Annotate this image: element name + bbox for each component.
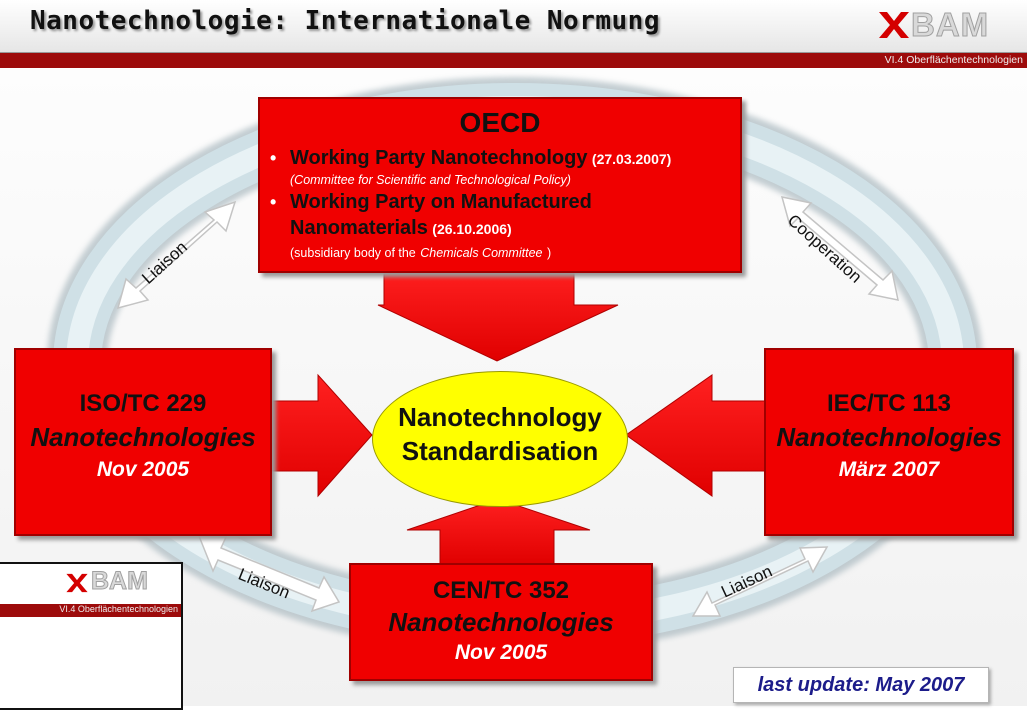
- iec-topic: Nanotechnologies: [776, 422, 1002, 452]
- oecd-item-1-name: Working Party Nanotechnology: [290, 147, 588, 169]
- iec-name: IEC/TC 113: [826, 390, 952, 417]
- double-arrow-top-right: [780, 196, 899, 301]
- bam-x-icon: [879, 12, 909, 38]
- arrow-iec-left: [625, 374, 767, 497]
- thumbnail-department-label: VI.4 Oberflächentechnologien: [59, 604, 178, 614]
- oecd-item-2: • Working Party on Manufactured: [270, 191, 732, 214]
- oecd-item-2-note-row: (subsidiary body of the Chemicals Commit…: [290, 244, 732, 262]
- oecd-item-1-note: (Committee for Scientific and Technologi…: [290, 173, 571, 187]
- center-line-1: Nanotechnology: [398, 402, 602, 432]
- iso-name: ISO/TC 229: [79, 390, 207, 417]
- oecd-item-2-note-suffix: ): [546, 246, 552, 260]
- oecd-title: OECD: [459, 107, 541, 138]
- iso-tc229-box: ISO/TC 229 Nanotechnologies Nov 2005: [14, 348, 272, 536]
- center-line-2: Standardisation: [401, 436, 599, 466]
- arrow-iso-right: [265, 373, 373, 498]
- cen-topic: Nanotechnologies: [388, 607, 614, 637]
- thumbnail-logo: BAM: [65, 567, 175, 596]
- oecd-item-2-note-prefix: (subsidiary body of the: [290, 246, 416, 260]
- slide-title: Nanotechnologie: Internationale Normung: [30, 6, 660, 36]
- bullet-icon: •: [270, 148, 277, 168]
- iso-date: Nov 2005: [96, 458, 190, 481]
- thumbnail-logo-text: BAM: [91, 567, 149, 596]
- thumbnail-department-bar: VI.4 Oberflächentechnologien: [0, 604, 181, 617]
- iec-tc113-box: IEC/TC 113 Nanotechnologies März 2007: [764, 348, 1014, 536]
- oecd-item-1-note-row: (Committee for Scientific and Technologi…: [290, 171, 732, 189]
- last-update-box: last update: May 2007: [733, 667, 989, 703]
- double-arrow-top-left: [116, 200, 237, 310]
- cen-name: CEN/TC 352: [432, 577, 570, 604]
- center-label: Nanotechnology Standardisation: [373, 400, 627, 468]
- double-arrow-bottom-left: [197, 535, 341, 613]
- department-bar: VI.4 Oberflächentechnologien: [0, 53, 1027, 68]
- oecd-item-2-date: (26.10.2006): [432, 221, 512, 237]
- department-label: VI.4 Oberflächentechnologien: [884, 54, 1023, 66]
- slide-header: Nanotechnologie: Internationale Normung …: [0, 0, 1027, 53]
- oecd-item-2-name-line2: Nanomaterials: [290, 217, 428, 239]
- bam-logo: BAM: [877, 6, 1027, 44]
- center-ellipse: Nanotechnology Standardisation: [372, 371, 628, 507]
- last-update-label: last update: May 2007: [757, 674, 965, 696]
- oecd-item-2-name-line1: Working Party on Manufactured: [290, 191, 592, 213]
- bam-logo-text: BAM: [910, 6, 990, 44]
- oecd-item-2-line2: Nanomaterials (26.10.2006): [290, 217, 732, 240]
- double-arrow-bottom-right: [691, 546, 829, 617]
- oecd-item-2-note-italic: Chemicals Committee: [420, 246, 543, 260]
- arrow-oecd-down: [377, 267, 619, 362]
- oecd-item-1-date: (27.03.2007): [591, 151, 672, 167]
- iso-topic: Nanotechnologies: [30, 422, 256, 452]
- bullet-icon: •: [270, 192, 277, 212]
- oecd-item-1: • Working Party Nanotechnology (27.03.200…: [270, 147, 732, 170]
- cen-date: Nov 2005: [454, 641, 548, 664]
- cen-tc352-box: CEN/TC 352 Nanotechnologies Nov 2005: [349, 563, 653, 681]
- slide-thumbnail: BAM VI.4 Oberflächentechnologien: [0, 562, 183, 710]
- iec-date: März 2007: [838, 458, 940, 481]
- bam-x-icon: [66, 573, 88, 593]
- diagram-stage: OECD • Working Party Nanotechnology (27.0…: [0, 69, 1027, 706]
- arrow-cen-up: [406, 498, 591, 566]
- oecd-box: OECD • Working Party Nanotechnology (27.0…: [258, 97, 742, 273]
